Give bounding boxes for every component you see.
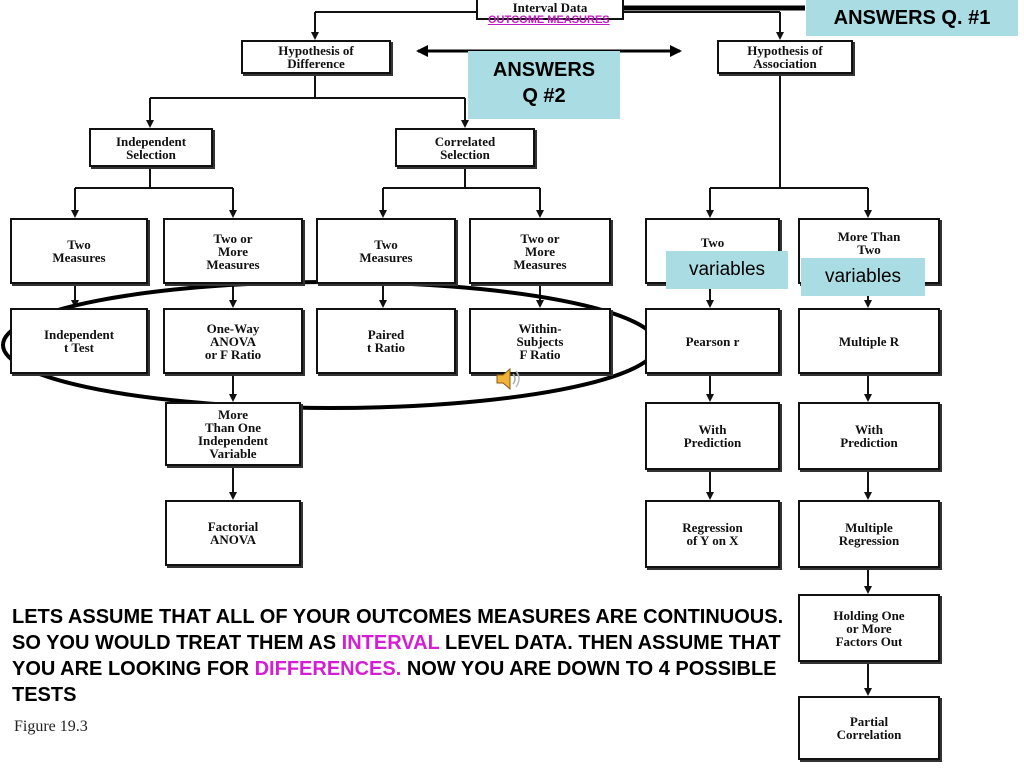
two-measures-correlated-box: Two Measures	[316, 218, 456, 284]
factorial-anova-box: Factorial ANOVA	[165, 500, 301, 566]
two-measures-independent-box: Two Measures	[10, 218, 148, 284]
speaker-icon[interactable]	[494, 364, 524, 394]
multiple-r-box: Multiple R	[798, 308, 940, 374]
with-prediction-box-2: With Prediction	[798, 402, 940, 470]
independent-t-test-box: Independent t Test	[10, 308, 148, 374]
explanation-part-3: NOW YOU ARE DOWN TO 4 POSSIBLE TESTS	[12, 658, 777, 706]
variables-label-1: variables	[666, 251, 788, 289]
two-or-more-measures-independent-box: Two or More Measures	[163, 218, 303, 284]
figure-caption: Figure 19.3	[14, 718, 88, 735]
answers-q1-callout: ANSWERS Q. #1	[806, 0, 1018, 36]
regression-y-on-x-box: Regression of Y on X	[645, 500, 780, 568]
multiple-regression-box: Multiple Regression	[798, 500, 940, 568]
partial-correlation-box: Partial Correlation	[798, 696, 940, 760]
independent-selection-box: Independent Selection	[89, 128, 213, 167]
explanation-part-2: LEVEL DATA. THEN ASSUME THAT YOU ARE LOO…	[12, 632, 781, 680]
variables-label-2: variables	[801, 258, 925, 296]
holding-factors-out-box: Holding One or More Factors Out	[798, 594, 940, 662]
answers-q2-callout: ANSWERS Q #2	[468, 51, 620, 119]
within-subjects-f-ratio-box: Within- Subjects F Ratio	[469, 308, 611, 374]
differences-highlight: DIFFERENCES.	[254, 658, 402, 680]
hypothesis-difference-box: Hypothesis of Difference	[241, 40, 391, 74]
explanation-text: LETS ASSUME THAT ALL OF YOUR OUTCOMES ME…	[12, 604, 812, 708]
more-than-one-iv-box: More Than One Independent Variable	[165, 402, 301, 466]
correlated-selection-box: Correlated Selection	[395, 128, 535, 167]
outcome-measures-label[interactable]: OUTCOME MEASURES	[488, 14, 610, 26]
two-or-more-measures-correlated-box: Two or More Measures	[469, 218, 611, 284]
one-way-anova-box: One-Way ANOVA or F Ratio	[163, 308, 303, 374]
interval-data-box: Interval Data	[476, 0, 624, 20]
interval-highlight: INTERVAL	[341, 632, 440, 654]
explanation-part-1: LETS ASSUME THAT ALL OF YOUR OUTCOMES ME…	[12, 606, 784, 654]
with-prediction-box-1: With Prediction	[645, 402, 780, 470]
paired-t-ratio-box: Paired t Ratio	[316, 308, 456, 374]
pearson-r-box: Pearson r	[645, 308, 780, 374]
hypothesis-association-box: Hypothesis of Association	[717, 40, 853, 74]
